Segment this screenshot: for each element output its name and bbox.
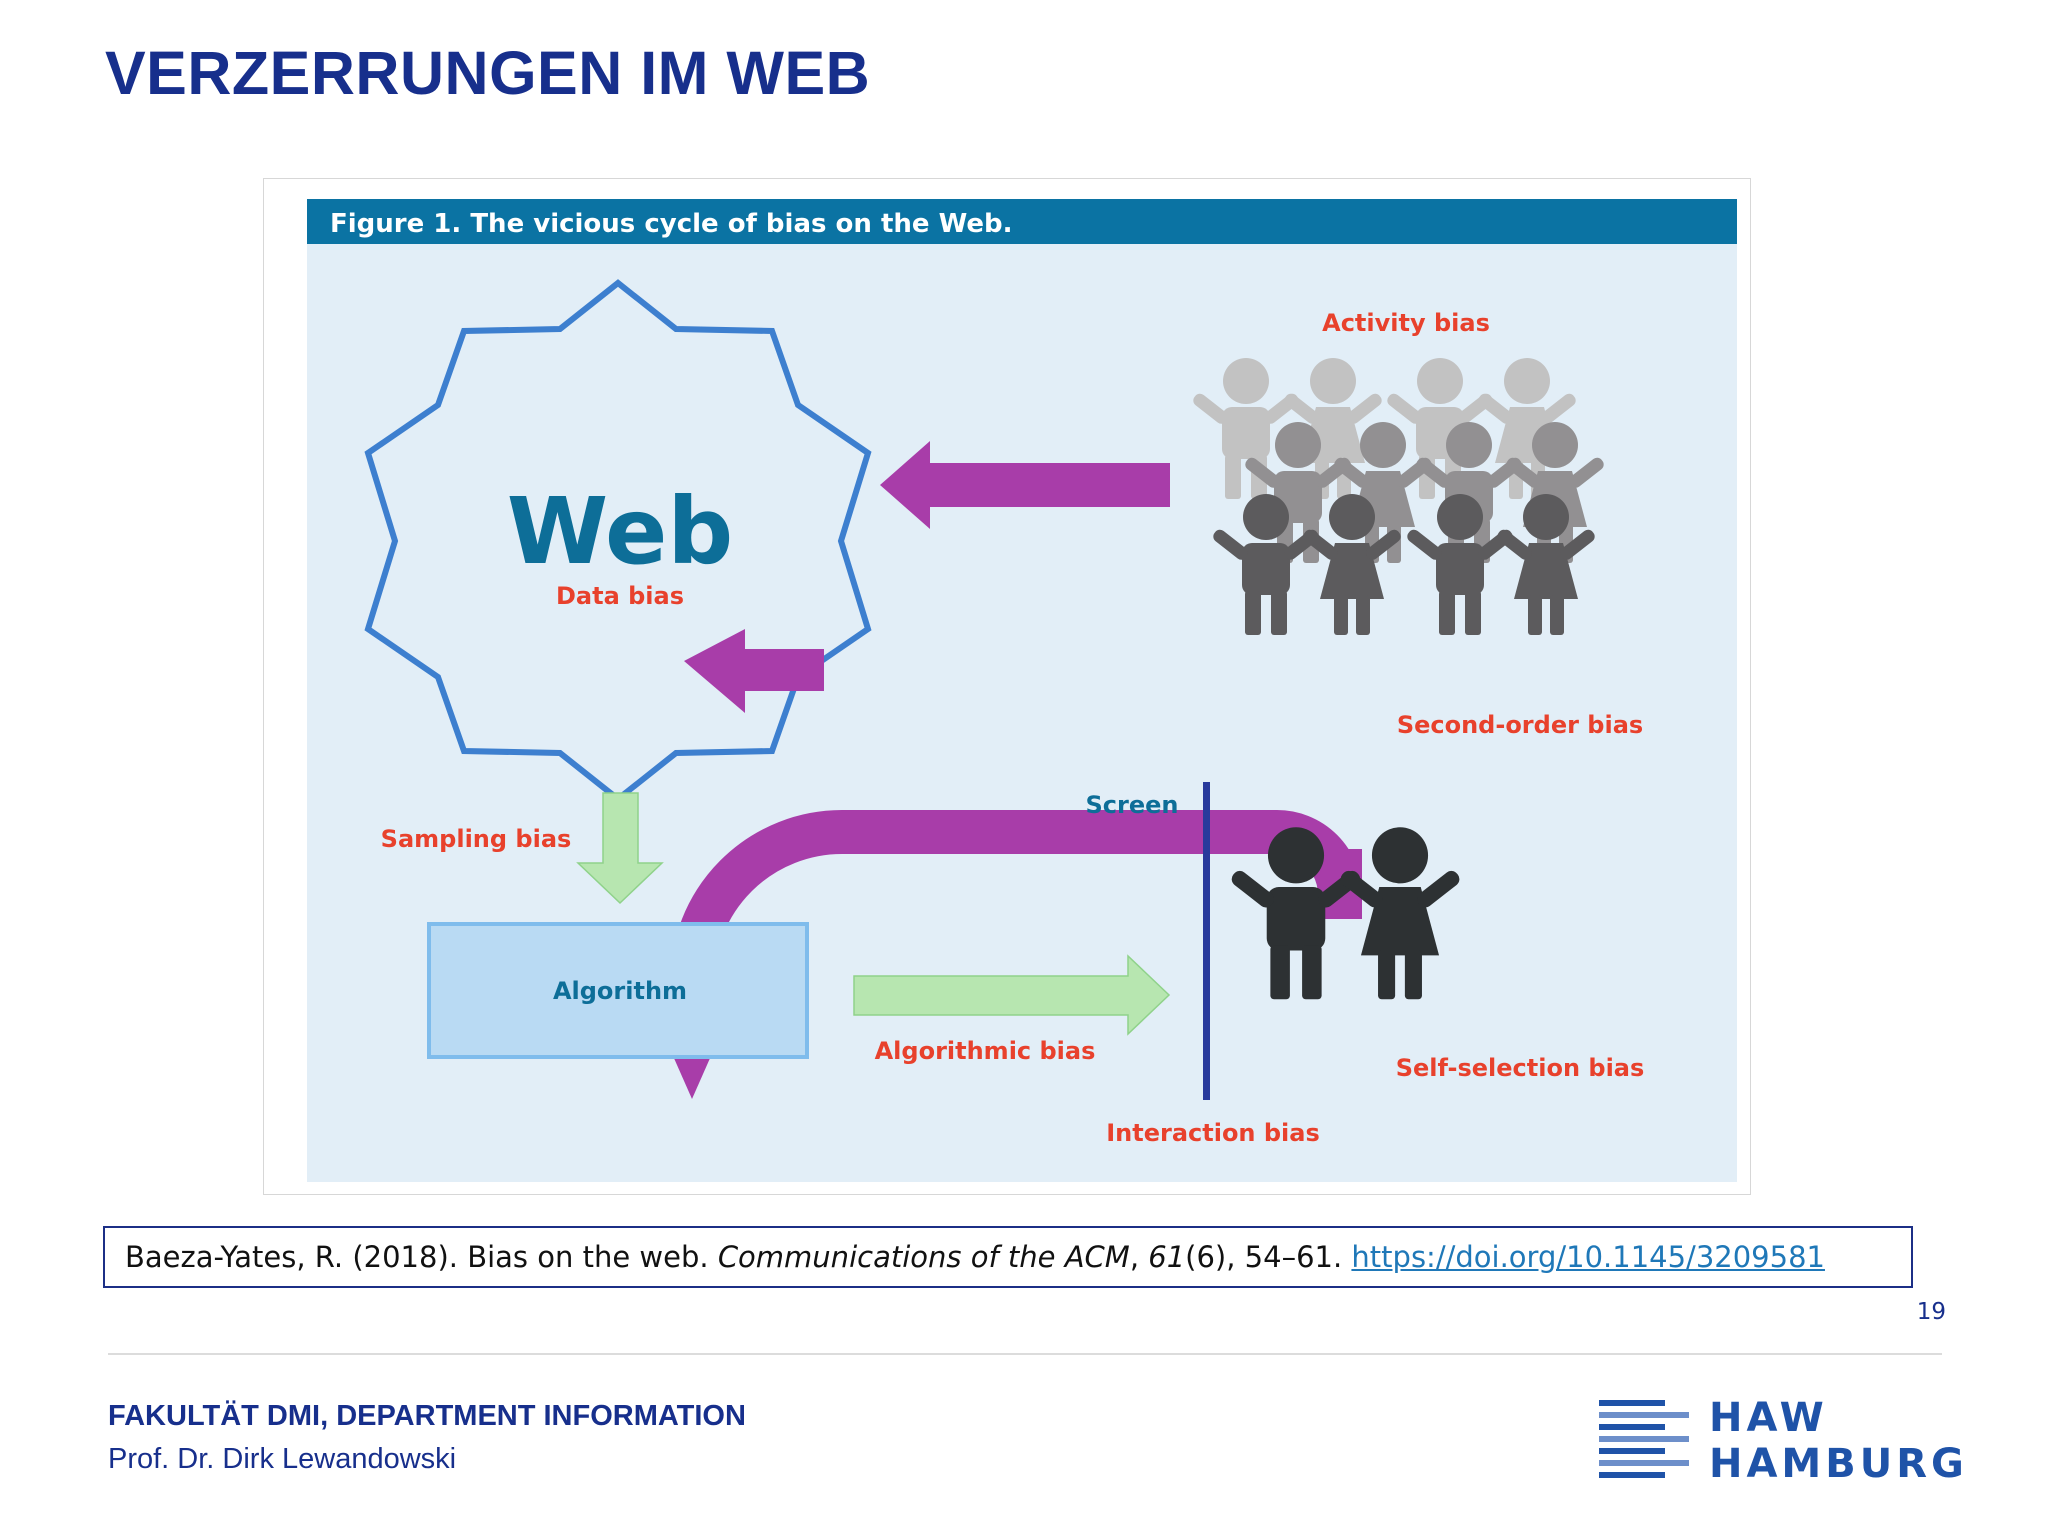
algorithm-label: Algorithm — [553, 977, 687, 1005]
page-number: 19 — [1916, 1299, 1946, 1325]
citation-journal: Communications of the ACM — [717, 1240, 1130, 1274]
logo-text-haw: HAW — [1709, 1395, 1828, 1441]
footer-divider — [108, 1353, 1942, 1355]
caption-bar — [307, 199, 1737, 244]
slide-title: VERZERRUNGEN IM WEB — [105, 39, 871, 107]
figure-frame: Figure 1. The vicious cycle of bias on t… — [263, 178, 1751, 1195]
citation-sep: , — [1129, 1240, 1149, 1274]
self-selection-bias-label: Self-selection bias — [1396, 1054, 1645, 1082]
web-feedback-arrowhead — [684, 629, 824, 713]
haw-logo-bars-icon — [1599, 1400, 1689, 1478]
doi-link[interactable]: https://doi.org/10.1145/3209581 — [1351, 1240, 1825, 1274]
citation-box: Baeza-Yates, R. (2018). Bias on the web.… — [103, 1226, 1913, 1288]
web-label: Web — [507, 478, 733, 585]
sampling-arrow — [576, 792, 664, 905]
activity-arrow — [880, 441, 1170, 529]
citation-issue-pages: (6), 54–61. — [1185, 1240, 1352, 1274]
citation-volume: 61 — [1148, 1240, 1186, 1274]
screen-line — [1203, 782, 1210, 1100]
algorithmic-arrow — [853, 954, 1171, 1036]
footer-professor: Prof. Dr. Dirk Lewandowski — [108, 1443, 457, 1475]
second-order-bias-label: Second-order bias — [1397, 711, 1643, 739]
logo-text-hamburg: HAMBURG — [1709, 1441, 1968, 1487]
bias-cycle-figure: Figure 1. The vicious cycle of bias on t… — [307, 199, 1737, 1182]
sampling-bias-label: Sampling bias — [381, 825, 572, 853]
haw-hamburg-logo: HAW HAMBURG — [1595, 1392, 1964, 1492]
interaction-bias-label: Interaction bias — [1106, 1119, 1320, 1147]
footer-faculty: FAKULTÄT DMI, DEPARTMENT INFORMATION — [108, 1400, 746, 1432]
screen-label: Screen — [1086, 791, 1179, 819]
algorithmic-bias-label: Algorithmic bias — [875, 1037, 1096, 1065]
activity-bias-label: Activity bias — [1322, 309, 1490, 337]
citation-authors: Baeza-Yates, R. (2018). Bias on the web. — [125, 1240, 718, 1274]
algorithm-box — [427, 922, 809, 1059]
figure-caption: Figure 1. The vicious cycle of bias on t… — [330, 209, 1012, 239]
data-bias-label: Data bias — [556, 582, 684, 610]
